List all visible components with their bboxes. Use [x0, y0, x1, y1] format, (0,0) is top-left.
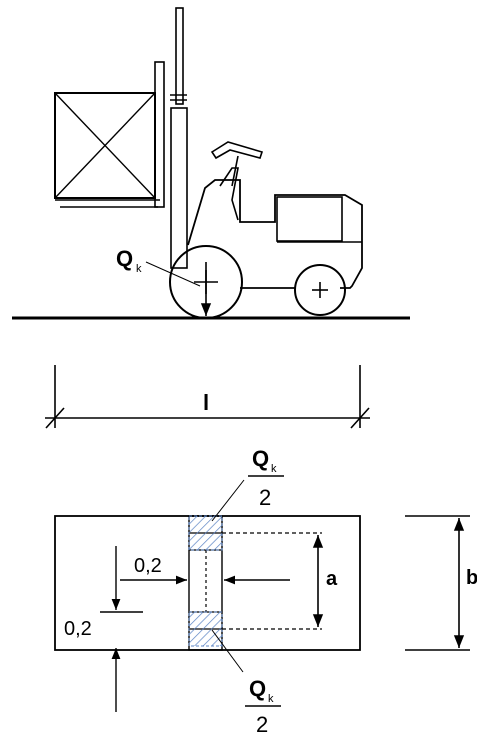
dimension-a: a: [312, 535, 338, 627]
qk-half-top-subscript: k: [271, 463, 277, 475]
plan-view: a b 0,2 0,2 Q k 2: [54, 446, 477, 735]
label-l: l: [203, 390, 209, 415]
load-label-top: Q k 2: [211, 446, 284, 522]
label-02-vertical: 0,2: [64, 618, 92, 640]
dimension-b: b: [405, 515, 477, 651]
dimension-l: l: [45, 365, 370, 429]
label-02-horizontal: 0,2: [134, 555, 162, 577]
forklift-mast: [170, 7, 188, 269]
label-b: b: [466, 567, 477, 589]
qk-subscript: k: [136, 263, 142, 275]
dimension-02-vertical: 0,2: [64, 546, 143, 712]
load-patch-bottom: [188, 611, 223, 647]
fork-carriage: [55, 61, 165, 208]
front-wheel: [169, 245, 243, 319]
axle-load-label: Q k: [116, 246, 201, 287]
load-label-bottom: Q k 2: [211, 629, 281, 735]
rear-wheel: [294, 264, 346, 316]
label-a: a: [326, 568, 338, 590]
qk-half-top-numerator: Q: [252, 446, 269, 471]
qk-half-top-denominator: 2: [259, 485, 271, 510]
load-patch-top: [188, 515, 223, 551]
dimension-02-horizontal: 0,2: [120, 555, 290, 585]
qk-half-bottom-numerator: Q: [249, 676, 266, 701]
qk-half-bottom-denominator: 2: [256, 712, 268, 735]
qk-half-bottom-subscript: k: [268, 693, 274, 705]
qk-symbol: Q: [116, 246, 133, 271]
load-crate: [54, 92, 156, 199]
forklift-body: [187, 141, 363, 289]
forklift-side-view: Q k: [12, 7, 410, 320]
